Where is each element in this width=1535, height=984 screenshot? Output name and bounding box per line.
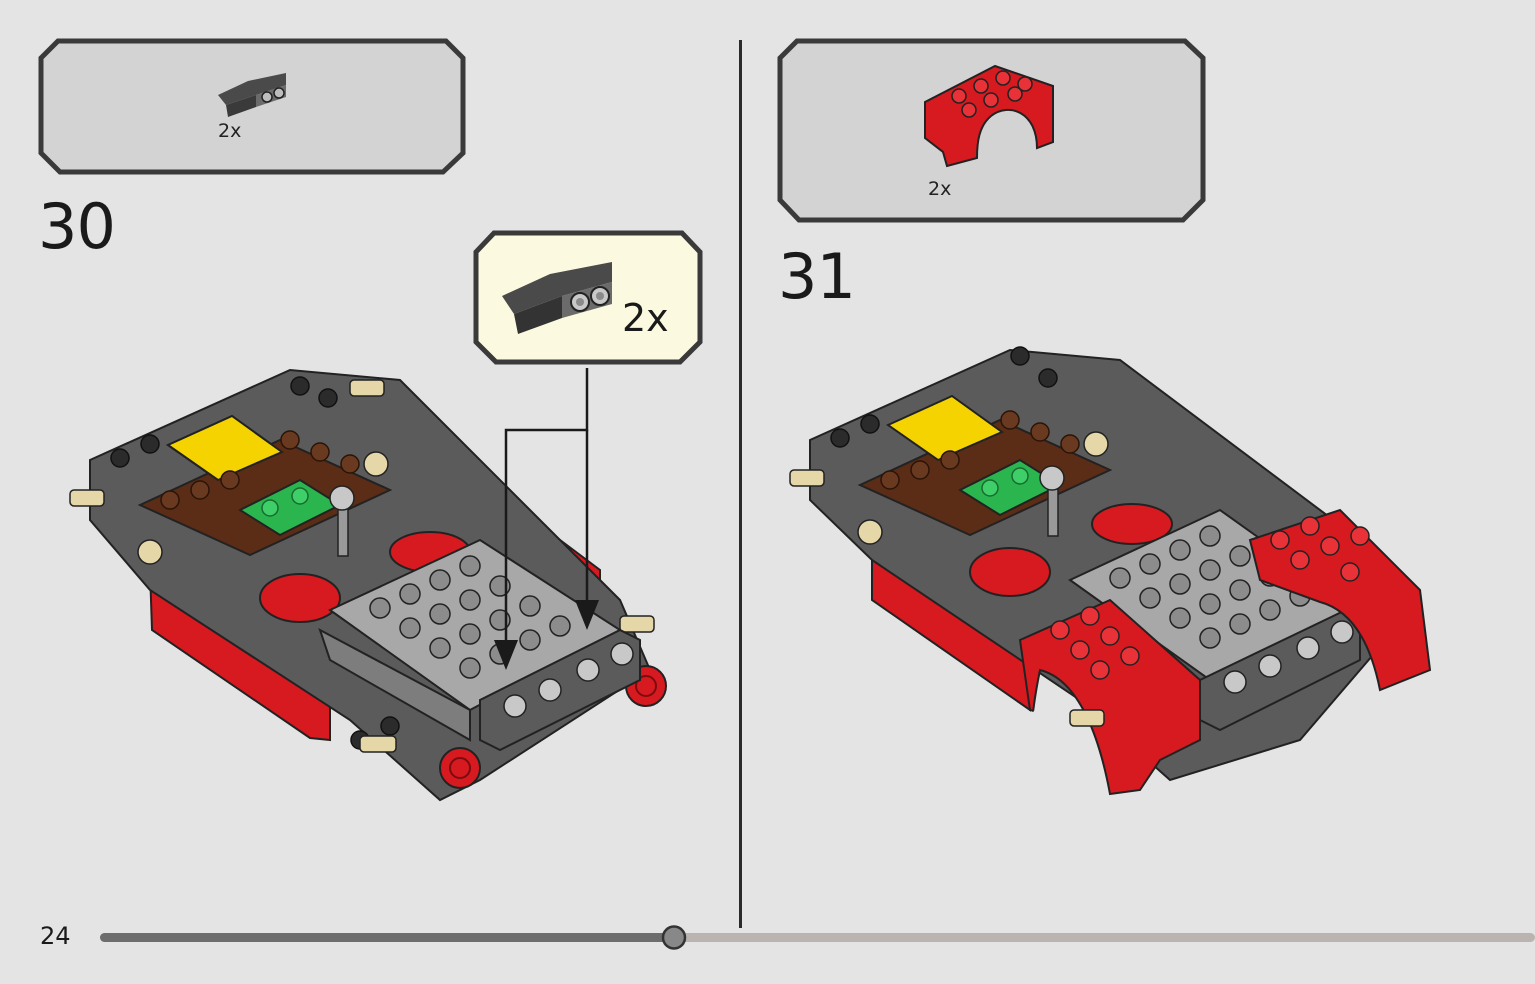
bracket-part-icon [218, 73, 286, 117]
step-30-number: 30 [38, 190, 116, 263]
page-number: 24 [40, 922, 71, 950]
progress-fill [100, 933, 674, 942]
wheel-arch-part-icon [924, 64, 1054, 168]
bracket-part-icon-large [502, 262, 612, 334]
progress-knob [661, 925, 687, 950]
step-30-parts-callout [38, 38, 466, 175]
step-31-quantity: 2x [928, 178, 952, 200]
step-31-number: 31 [778, 240, 856, 313]
step-30-sub-callout [473, 230, 703, 365]
step-30-model-illustration [69, 368, 667, 802]
step-31-model-illustration [789, 346, 1432, 796]
step-divider [739, 40, 742, 928]
step-30-quantity: 2x [218, 120, 242, 142]
step-31-parts-callout [777, 38, 1206, 223]
step-30-sub-quantity: 2x [622, 296, 669, 340]
progress-bar [100, 925, 1535, 950]
